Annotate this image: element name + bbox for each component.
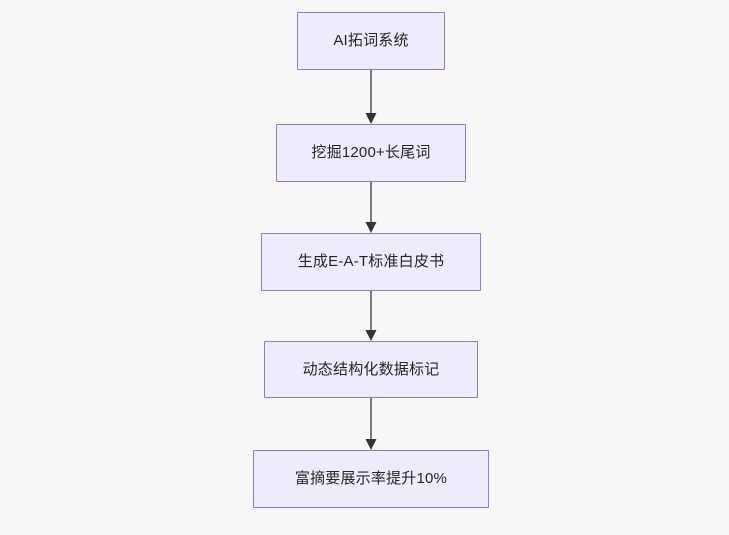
edge-n4-n5 — [365, 398, 377, 450]
flow-node-label: 富摘要展示率提升10% — [294, 470, 448, 487]
edge-n2-n3 — [365, 182, 377, 233]
flow-node-ai-keyword-system[interactable]: AI拓词系统 — [297, 12, 445, 70]
flow-node-rich-snippet-rate-increase[interactable]: 富摘要展示率提升10% — [253, 450, 489, 508]
flow-node-label: 生成E-A-T标准白皮书 — [297, 253, 445, 270]
flow-node-label: AI拓词系统 — [333, 32, 409, 49]
edge-n3-n4 — [365, 291, 377, 341]
flow-node-generate-eat-whitepaper[interactable]: 生成E-A-T标准白皮书 — [261, 233, 481, 291]
flow-node-dynamic-structured-data-markup[interactable]: 动态结构化数据标记 — [264, 341, 478, 398]
flow-node-mine-longtail-keywords[interactable]: 挖掘1200+长尾词 — [276, 124, 466, 182]
flow-node-label: 挖掘1200+长尾词 — [311, 144, 431, 161]
flow-node-label: 动态结构化数据标记 — [302, 360, 440, 378]
edge-n1-n2 — [365, 70, 377, 124]
